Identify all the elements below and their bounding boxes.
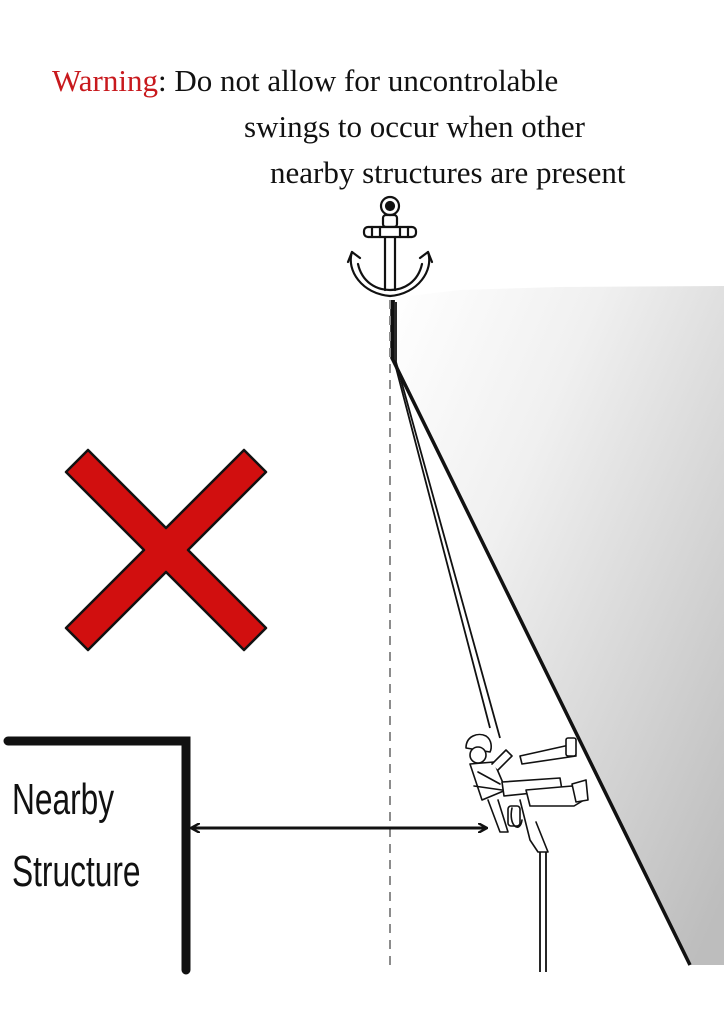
- structure-label-line-2: Structure: [12, 847, 141, 896]
- sloped-wall: [390, 286, 724, 966]
- rope-access-worker-icon: [465, 733, 589, 853]
- nearby-structure-label: Nearby Structure: [12, 764, 141, 908]
- rope-lines: [393, 300, 547, 972]
- warning-keyword: Warning: [52, 63, 158, 98]
- structure-label-line-1: Nearby: [12, 775, 115, 824]
- warning-line-1: Warning: Do not allow for uncontrolable: [52, 58, 558, 104]
- nearby-structure-outline: [3, 736, 191, 975]
- anchor-icon: [346, 195, 434, 298]
- warning-line-3: nearby structures are present: [270, 155, 626, 190]
- warning-line-2: swings to occur when other: [244, 109, 585, 144]
- warning-line-1-text: Do not allow for uncontrolable: [166, 63, 559, 98]
- x-mark-icon: [64, 448, 268, 652]
- warning-separator: :: [157, 63, 167, 98]
